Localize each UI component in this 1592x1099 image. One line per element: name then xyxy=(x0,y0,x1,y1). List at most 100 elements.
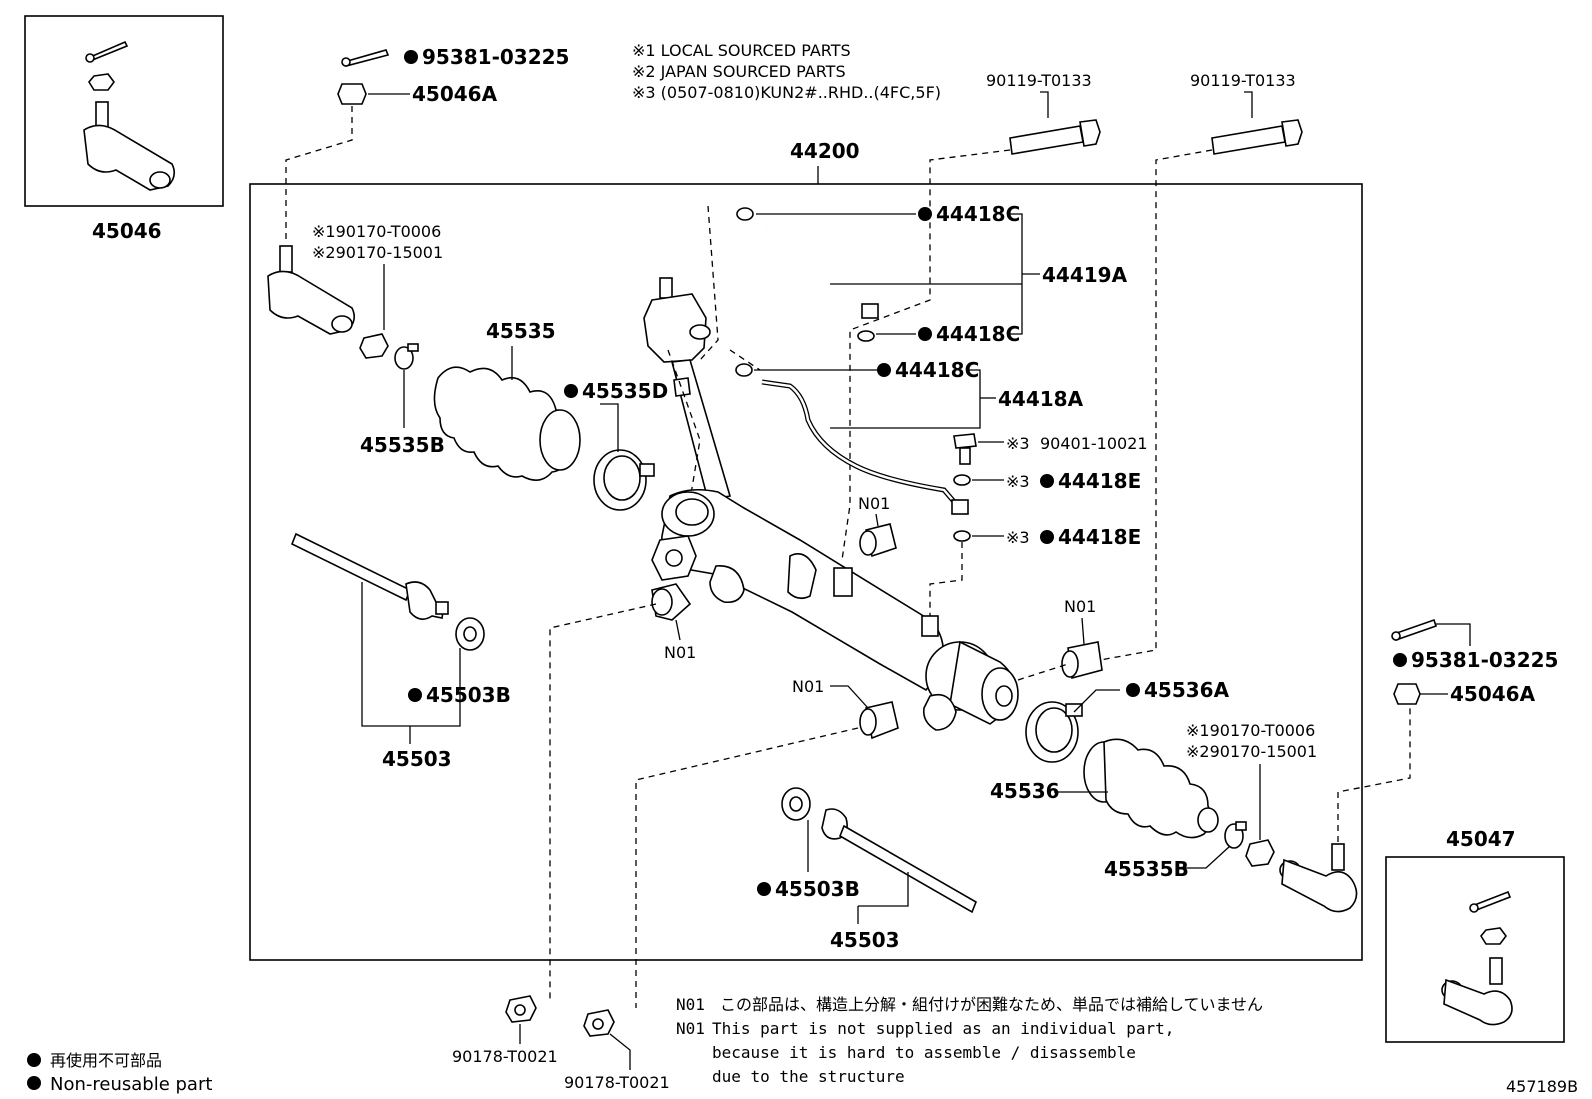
legend-dot-en xyxy=(27,1076,41,1090)
cotter-pin-top-left xyxy=(341,49,390,67)
pipe-44418A xyxy=(735,363,969,515)
label-45536: 45536 xyxy=(990,779,1060,803)
label-44418E-1: 44418E xyxy=(1058,469,1141,493)
non-reusable-dot xyxy=(877,363,891,377)
label-n01-b: N01 xyxy=(664,643,696,662)
note-japan-sourced: ※2 JAPAN SOURCED PARTS xyxy=(632,62,846,81)
marker-3-e1: ※3 xyxy=(1006,472,1030,491)
inner-tie-rod-left xyxy=(290,532,449,620)
label-90119-a: 90119-T0133 xyxy=(986,71,1092,90)
label-90178-a: 90178-T0021 xyxy=(452,1047,558,1066)
legend-en: Non-reusable part xyxy=(50,1074,212,1095)
washer-44418E-2 xyxy=(953,530,971,542)
pipe-44419A xyxy=(736,207,879,342)
note-applicability: ※3 (0507-0810)KUN2#..RHD..(4FC,5F) xyxy=(632,83,941,102)
bushing-n01-a xyxy=(859,523,897,558)
figure-id: 457189B xyxy=(1506,1077,1578,1096)
tie-rod-end-45047-drawing xyxy=(1441,890,1513,1026)
label-45046: 45046 xyxy=(92,219,162,243)
label-45046A-top: 45046A xyxy=(412,82,498,106)
marker-3-90401: ※3 xyxy=(1006,434,1030,453)
rack-housing xyxy=(651,488,1019,731)
boot-45535 xyxy=(433,366,581,481)
marker-3-e2: ※3 xyxy=(1006,528,1030,547)
label-44418E-2: 44418E xyxy=(1058,525,1141,549)
label-290170-right: ※290170-15001 xyxy=(1186,742,1317,761)
non-reusable-dot xyxy=(404,50,418,64)
non-reusable-dot xyxy=(918,327,932,341)
frame-45047 xyxy=(1385,856,1565,1043)
tie-rod-end-45046-drawing xyxy=(83,40,176,191)
castle-nut-right xyxy=(1393,683,1421,705)
clamp-45535B-right xyxy=(1224,821,1247,849)
inner-tie-rod-bottom xyxy=(821,808,978,914)
label-44200: 44200 xyxy=(790,139,860,163)
lock-washer-45503B-bottom xyxy=(781,787,811,821)
label-45535B-right: 45535B xyxy=(1104,857,1189,881)
label-90178-b: 90178-T0021 xyxy=(564,1073,670,1092)
nut-90178-b xyxy=(583,1009,615,1037)
bolt-90119-b xyxy=(1211,119,1303,155)
clamp-45535D xyxy=(593,449,655,511)
label-45503-bottom: 45503 xyxy=(830,928,900,952)
bushing-n01-d xyxy=(859,701,899,740)
lock-washer-45503B-left xyxy=(455,617,485,651)
jam-nut-left xyxy=(359,333,389,359)
label-90119-b: 90119-T0133 xyxy=(1190,71,1296,90)
label-190170-top: ※190170-T0006 xyxy=(312,222,441,241)
note-local-sourced: ※1 LOCAL SOURCED PARTS xyxy=(632,41,851,60)
label-95381-right: 95381-03225 xyxy=(1411,648,1558,672)
footnote-n01-tag-1: N01 xyxy=(676,995,705,1014)
footnote-n01-tag-2: N01 xyxy=(676,1019,705,1038)
label-44418C-2: 44418C xyxy=(936,322,1020,346)
bushing-n01-b xyxy=(651,583,692,621)
label-95381-top: 95381-03225 xyxy=(422,45,569,69)
label-45503-left: 45503 xyxy=(382,747,452,771)
label-n01-d: N01 xyxy=(792,677,824,696)
non-reusable-dot xyxy=(918,207,932,221)
legend-dot-jp xyxy=(27,1053,41,1067)
label-45046A-right: 45046A xyxy=(1450,682,1536,706)
label-290170-top: ※290170-15001 xyxy=(312,243,443,262)
label-90401: 90401-10021 xyxy=(1040,434,1148,453)
non-reusable-dot xyxy=(1040,474,1054,488)
castle-nut-top-left xyxy=(337,83,367,105)
jam-nut-right xyxy=(1245,839,1275,867)
label-45535B-top: 45535B xyxy=(360,433,445,457)
pinion-valve-housing xyxy=(643,277,732,501)
legend-jp: 再使用不可部品 xyxy=(50,1051,162,1070)
label-190170-right: ※190170-T0006 xyxy=(1186,721,1315,740)
footnote-n01-jp: この部品は、構造上分解・組付けが困難なため、単品では補給していません xyxy=(720,995,1263,1014)
clamp-45536A xyxy=(1025,701,1083,763)
label-44419A: 44419A xyxy=(1042,263,1128,287)
footnote-n01-en-1: This part is not supplied as an individu… xyxy=(712,1019,1174,1038)
frame-45046 xyxy=(24,15,224,207)
footnote-n01-en-2: because it is hard to assemble / disasse… xyxy=(712,1043,1136,1062)
non-reusable-dot xyxy=(1126,683,1140,697)
non-reusable-dot xyxy=(408,688,422,702)
bolt-90401-10021 xyxy=(953,433,977,465)
label-45535D: 45535D xyxy=(582,379,668,403)
label-44418A: 44418A xyxy=(998,387,1084,411)
nut-90178-a xyxy=(505,995,537,1023)
non-reusable-dot xyxy=(1040,530,1054,544)
label-45536A: 45536A xyxy=(1144,678,1230,702)
boot-45536 xyxy=(1083,738,1219,839)
label-44418C-3: 44418C xyxy=(895,358,979,382)
label-n01-a: N01 xyxy=(858,494,890,513)
label-44418C-1: 44418C xyxy=(936,202,1020,226)
bushing-n01-c xyxy=(1061,641,1103,680)
footnote-n01-en-3: due to the structure xyxy=(712,1067,905,1086)
non-reusable-dot xyxy=(757,882,771,896)
bolt-90119-a xyxy=(1009,119,1101,155)
label-45535: 45535 xyxy=(486,319,556,343)
washer-44418E-1 xyxy=(953,474,971,486)
label-45503B-left: 45503B xyxy=(426,683,511,707)
tie-rod-end-right xyxy=(1279,843,1358,913)
label-45047: 45047 xyxy=(1446,827,1516,851)
label-45503B-bottom: 45503B xyxy=(775,877,860,901)
frame-44200 xyxy=(249,183,1363,961)
clamp-45535B-left xyxy=(394,343,419,370)
label-n01-c: N01 xyxy=(1064,597,1096,616)
